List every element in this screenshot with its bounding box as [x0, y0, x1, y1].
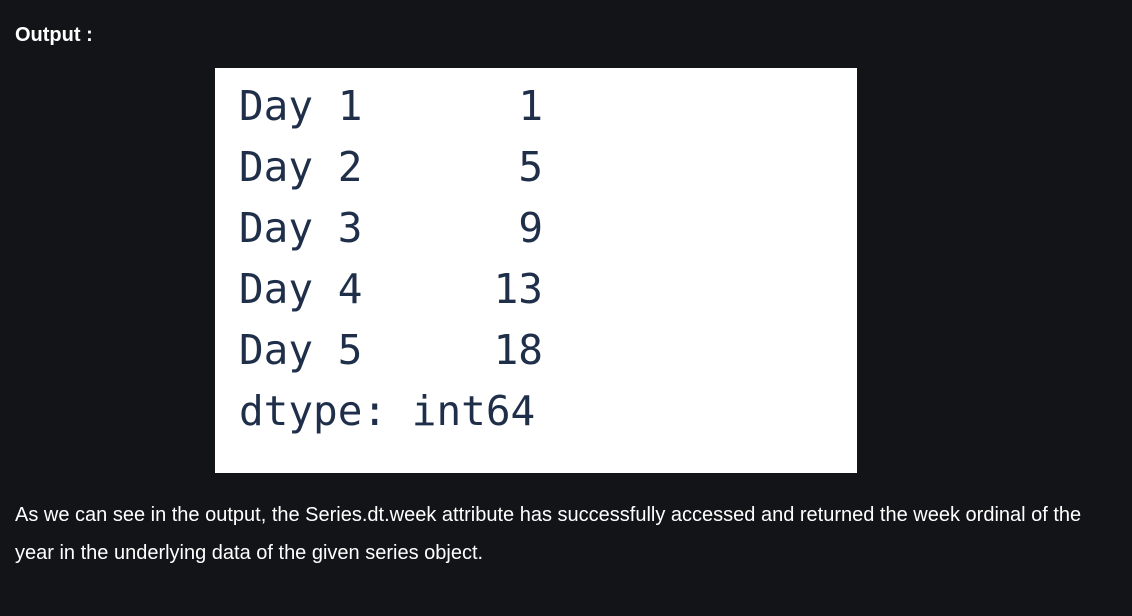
- row-value: 5: [518, 143, 543, 191]
- output-heading: Output :: [15, 24, 93, 46]
- row-value: 13: [493, 265, 543, 313]
- row-index: Day 4: [239, 265, 363, 313]
- explanation-paragraph: As we can see in the output, the Series.…: [15, 504, 1082, 564]
- dtype-line: dtype: int64: [239, 387, 536, 435]
- table-row: Day 3 9: [239, 198, 543, 259]
- row-value: 9: [518, 204, 543, 252]
- series-output-table: Day 1 1 Day 2 5 Day 3 9 Day 4 13 Day 5 1…: [239, 76, 543, 381]
- row-index: Day 5: [239, 326, 363, 374]
- table-row: Day 4 13: [239, 259, 543, 320]
- table-row: Day 1 1: [239, 76, 543, 137]
- table-row: Day 2 5: [239, 137, 543, 198]
- row-index: Day 1: [239, 82, 363, 130]
- row-index: Day 2: [239, 143, 363, 191]
- row-index: Day 3: [239, 204, 363, 252]
- row-value: 1: [518, 82, 543, 130]
- row-value: 18: [493, 326, 543, 374]
- table-row: Day 5 18: [239, 320, 543, 381]
- output-screenshot: Day 1 1 Day 2 5 Day 3 9 Day 4 13 Day 5 1…: [215, 68, 857, 473]
